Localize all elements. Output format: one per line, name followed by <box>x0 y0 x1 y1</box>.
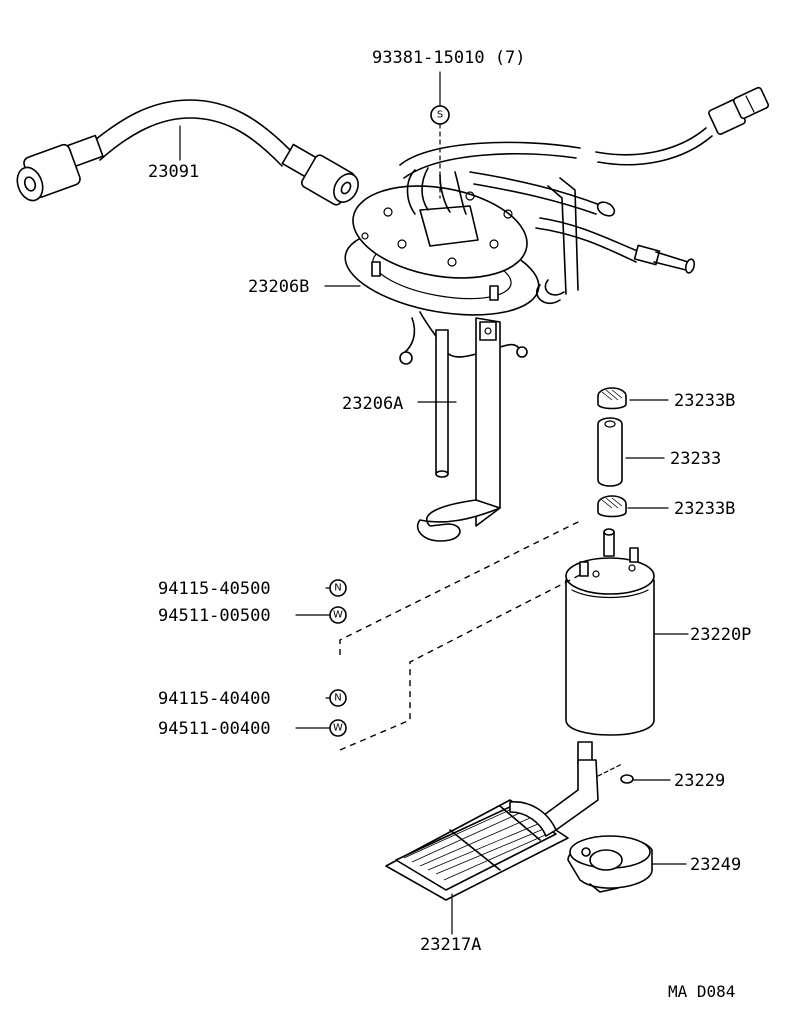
label-23233: 23233 <box>670 449 721 469</box>
electrical-connector <box>708 86 770 135</box>
label-94115-40500: 94115-40500 <box>158 579 271 599</box>
svg-text:S: S <box>437 110 443 121</box>
cushion-23249 <box>567 835 653 893</box>
svg-text:W: W <box>333 610 343 621</box>
screw-93381-symbol: S <box>430 71 450 199</box>
pump-hose-23233 <box>597 417 623 487</box>
figure-code: MA D084 <box>668 982 735 1001</box>
label-94511-00400: 94511-00400 <box>158 719 271 739</box>
clip-23229 <box>597 763 634 784</box>
hose-clamp-23233B-bottom <box>597 495 627 518</box>
label-23249: 23249 <box>690 855 741 875</box>
label-23220P: 23220P <box>690 625 751 645</box>
symbol-nut-94115-40400: N <box>329 689 347 707</box>
svg-text:W: W <box>333 723 343 734</box>
svg-text:N: N <box>334 583 341 594</box>
fuel-strainer-23217A <box>385 759 599 901</box>
fuel-hose-23091 <box>16 99 359 206</box>
svg-text:N: N <box>334 693 341 704</box>
symbol-washer-94511-00500: W <box>329 606 347 624</box>
label-23206B: 23206B <box>248 277 309 297</box>
label-23229: 23229 <box>674 771 725 791</box>
label-23206A: 23206A <box>342 394 403 414</box>
dashed-reference-lines <box>339 519 583 751</box>
label-23091: 23091 <box>148 162 199 182</box>
fuel-pump-23220P <box>565 528 655 765</box>
label-23233B-top: 23233B <box>674 391 735 411</box>
hose-clamp-23233B-top <box>597 387 627 410</box>
label-23217A: 23217A <box>420 935 481 955</box>
label-94115-40400: 94115-40400 <box>158 689 271 709</box>
symbol-nut-94115-40500: N <box>329 579 347 597</box>
label-23233B-bottom: 23233B <box>674 499 735 519</box>
pump-bracket-assembly <box>344 86 770 542</box>
symbol-washer-94511-00400: W <box>329 719 347 737</box>
label-94511-00500: 94511-00500 <box>158 606 271 626</box>
label-93381-15010: 93381-15010 (7) <box>372 48 526 68</box>
leader-lines <box>179 125 689 935</box>
